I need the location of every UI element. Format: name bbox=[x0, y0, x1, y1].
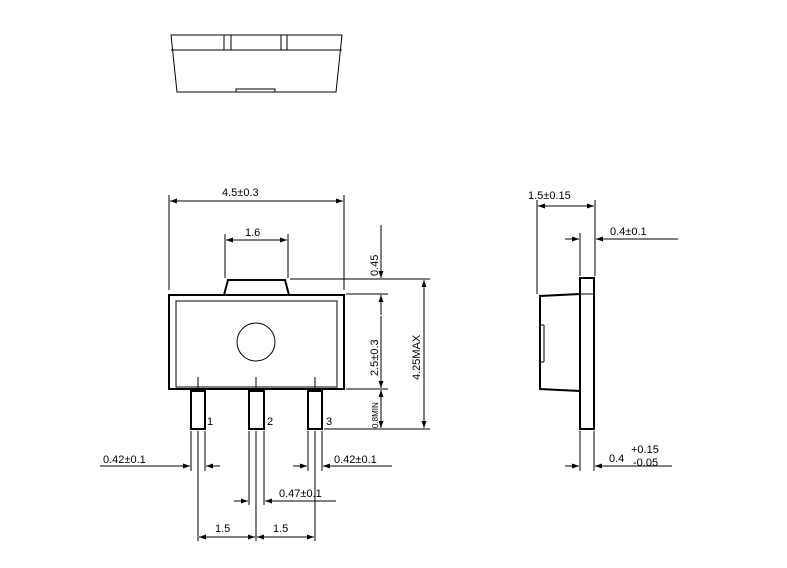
dim-lead-thickness-label: 0.4 bbox=[609, 453, 624, 465]
side-body bbox=[539, 293, 581, 392]
front-body-outline bbox=[170, 34, 343, 93]
dim-tab-width-label: 1.6 bbox=[245, 227, 260, 239]
pin-label-1: 1 bbox=[207, 416, 213, 428]
lead-3 bbox=[307, 390, 323, 430]
dim-thickness-label: 1.5±0.15 bbox=[528, 190, 571, 202]
dim-tab-height-label: 0.45 bbox=[369, 255, 381, 276]
dim-pitch-left-label: 1.5 bbox=[215, 523, 230, 535]
mounting-hole bbox=[236, 322, 276, 362]
side-view: 1.5±0.15 0.4±0.1 0.4 +0.15 -0.05 bbox=[528, 190, 678, 471]
pin-label-3: 3 bbox=[326, 416, 332, 428]
pin-label-2: 2 bbox=[267, 416, 273, 428]
dim-pitch-right-label: 1.5 bbox=[273, 523, 288, 535]
dim-lead-width-left-label: 0.42±0.1 bbox=[103, 454, 146, 466]
dim-lead-tol-minus: -0.05 bbox=[633, 457, 658, 469]
front-lead-mark bbox=[235, 88, 276, 92]
dim-lead-width-right-label: 0.42±0.1 bbox=[334, 454, 377, 466]
dim-width-label: 4.5±0.3 bbox=[222, 187, 259, 199]
package-body-inner bbox=[175, 300, 338, 388]
front-tab bbox=[223, 34, 288, 51]
dim-center-lead-width-label: 0.47±0.1 bbox=[279, 488, 322, 500]
front-elevation-view bbox=[170, 34, 343, 93]
side-tab bbox=[579, 277, 595, 430]
package-tab bbox=[223, 279, 290, 296]
dim-body-height-label: 2.5±0.3 bbox=[369, 339, 381, 376]
top-view: 1 2 3 4.5±0.3 1.6 0.45 2.5±0.3 0.8MIN 4.… bbox=[100, 187, 430, 541]
lead-2 bbox=[248, 390, 265, 430]
dim-tab-thickness-label: 0.4±0.1 bbox=[610, 226, 647, 238]
lead-1 bbox=[190, 390, 206, 430]
dim-lead-tol-plus: +0.15 bbox=[631, 444, 659, 456]
dim-lead-min-label: 0.8MIN bbox=[371, 402, 380, 428]
dim-total-height-label: 4.25MAX bbox=[411, 334, 423, 380]
package-body bbox=[168, 294, 345, 390]
